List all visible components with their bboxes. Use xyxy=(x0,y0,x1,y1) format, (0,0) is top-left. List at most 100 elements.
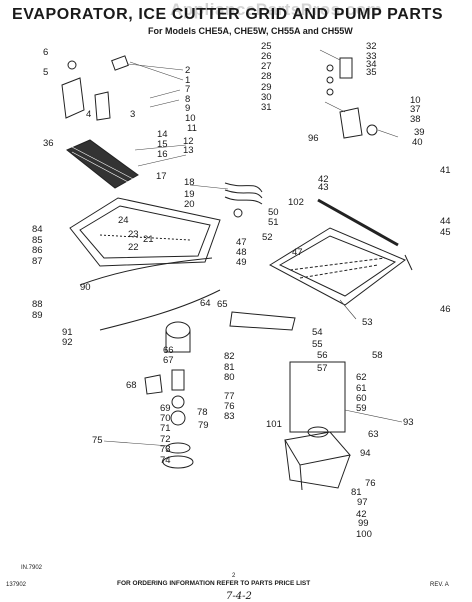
callout-27: 27 xyxy=(261,61,272,72)
water-box-part xyxy=(284,431,351,491)
callout-100: 100 xyxy=(356,529,372,540)
callout-6: 6 xyxy=(43,47,49,58)
callout-24: 24 xyxy=(118,215,129,226)
footer-left-code: 137902 xyxy=(6,582,27,588)
callout-9: 9 xyxy=(185,103,191,114)
callout-102: 102 xyxy=(288,197,304,208)
callout-86: 86 xyxy=(32,245,43,256)
callout-42: 42 xyxy=(318,174,329,185)
callout-51: 51 xyxy=(268,217,279,228)
callout-75: 75 xyxy=(92,435,103,446)
callout-59: 59 xyxy=(356,403,367,414)
control-bracket-part xyxy=(326,57,378,139)
callout-85: 85 xyxy=(32,235,43,246)
callout-2: 2 xyxy=(185,65,191,76)
ordering-note: FOR ORDERING INFORMATION REFER TO PARTS … xyxy=(117,580,311,587)
callout-81: 81 xyxy=(224,362,235,373)
callout-21: 21 xyxy=(143,234,154,245)
callout-77: 77 xyxy=(224,391,235,402)
callout-37: 37 xyxy=(410,104,421,115)
callout-84: 84 xyxy=(32,224,43,235)
callout-46: 46 xyxy=(440,304,451,315)
callout-76: 76 xyxy=(365,478,376,489)
callout-57: 57 xyxy=(317,363,328,374)
callout-17: 17 xyxy=(156,171,167,182)
callout-38: 38 xyxy=(410,114,421,125)
callout-68: 68 xyxy=(126,380,137,391)
callout-3: 3 xyxy=(130,109,136,120)
callout-39: 39 xyxy=(414,127,425,138)
callout-14: 14 xyxy=(157,129,168,140)
callout-8: 8 xyxy=(185,94,191,105)
callout-70: 70 xyxy=(160,413,171,424)
callout-35: 35 xyxy=(366,67,377,78)
callout-66: 66 xyxy=(163,345,174,356)
callout-65: 65 xyxy=(217,299,228,310)
drain-line-part xyxy=(99,289,221,331)
callout-47: 47 xyxy=(292,247,303,258)
callout-50: 50 xyxy=(268,207,279,218)
callout-69: 69 xyxy=(160,403,171,414)
figure-code: IN.7902 xyxy=(21,565,43,571)
callout-90: 90 xyxy=(80,282,91,293)
callout-83: 83 xyxy=(224,411,235,422)
callout-4: 4 xyxy=(86,109,92,120)
callout-76: 76 xyxy=(224,401,235,412)
callout-101: 101 xyxy=(266,419,282,430)
callout-32: 32 xyxy=(366,41,377,52)
cutter-grid-part xyxy=(66,139,139,189)
callout-71: 71 xyxy=(160,423,171,434)
callout-58: 58 xyxy=(372,350,383,361)
callout-61: 61 xyxy=(356,383,367,394)
callout-12: 12 xyxy=(183,136,194,147)
callout-33: 33 xyxy=(366,51,377,62)
callout-89: 89 xyxy=(32,310,43,321)
diagram-subtitle: For Models CHE5A, CHE5W, CH55A and CH55W xyxy=(148,26,353,36)
callout-49: 49 xyxy=(236,257,247,268)
callout-81: 81 xyxy=(351,487,362,498)
page-number: 2 xyxy=(232,573,236,579)
evaporator-pan-part xyxy=(268,227,406,306)
callout-28: 28 xyxy=(261,71,272,82)
trough-part xyxy=(229,311,296,331)
callout-97: 97 xyxy=(357,497,368,508)
callout-82: 82 xyxy=(224,351,235,362)
callout-10: 10 xyxy=(185,113,196,124)
callout-26: 26 xyxy=(261,51,272,62)
callout-72: 72 xyxy=(160,434,171,445)
callout-19: 19 xyxy=(184,189,195,200)
revision-mark: REV. A xyxy=(430,582,449,588)
evaporator-frame-part xyxy=(69,197,221,267)
callout-10: 10 xyxy=(410,95,421,106)
callout-99: 99 xyxy=(358,518,369,529)
callout-55: 55 xyxy=(312,339,323,350)
callout-44: 44 xyxy=(440,216,451,227)
callout-11: 11 xyxy=(187,123,197,134)
callout-64: 64 xyxy=(200,298,211,309)
callout-92: 92 xyxy=(62,337,73,348)
callout-42: 42 xyxy=(356,509,367,520)
wiring-harness-part xyxy=(224,182,263,218)
callout-25: 25 xyxy=(261,41,272,52)
callout-91: 91 xyxy=(62,327,73,338)
callout-56: 56 xyxy=(317,350,328,361)
callout-34: 34 xyxy=(366,59,377,70)
callout-94: 94 xyxy=(360,448,371,459)
callout-31: 31 xyxy=(261,102,272,113)
callout-80: 80 xyxy=(224,372,235,383)
pump-motor-part xyxy=(144,321,194,469)
callout-53: 53 xyxy=(362,317,373,328)
rod-part xyxy=(79,257,213,286)
callout-13: 13 xyxy=(183,145,194,156)
callout-15: 15 xyxy=(157,139,168,150)
callout-45: 45 xyxy=(440,227,451,238)
callout-73: 73 xyxy=(160,444,171,455)
callout-54: 54 xyxy=(312,327,323,338)
callout-87: 87 xyxy=(32,256,43,267)
callout-78: 78 xyxy=(197,407,208,418)
callout-62: 62 xyxy=(356,372,367,383)
watermark: AppliancePartsPros.com xyxy=(170,0,383,19)
callout-43: 43 xyxy=(318,182,329,193)
callout-41: 41 xyxy=(440,165,451,176)
callout-7: 7 xyxy=(185,84,191,95)
